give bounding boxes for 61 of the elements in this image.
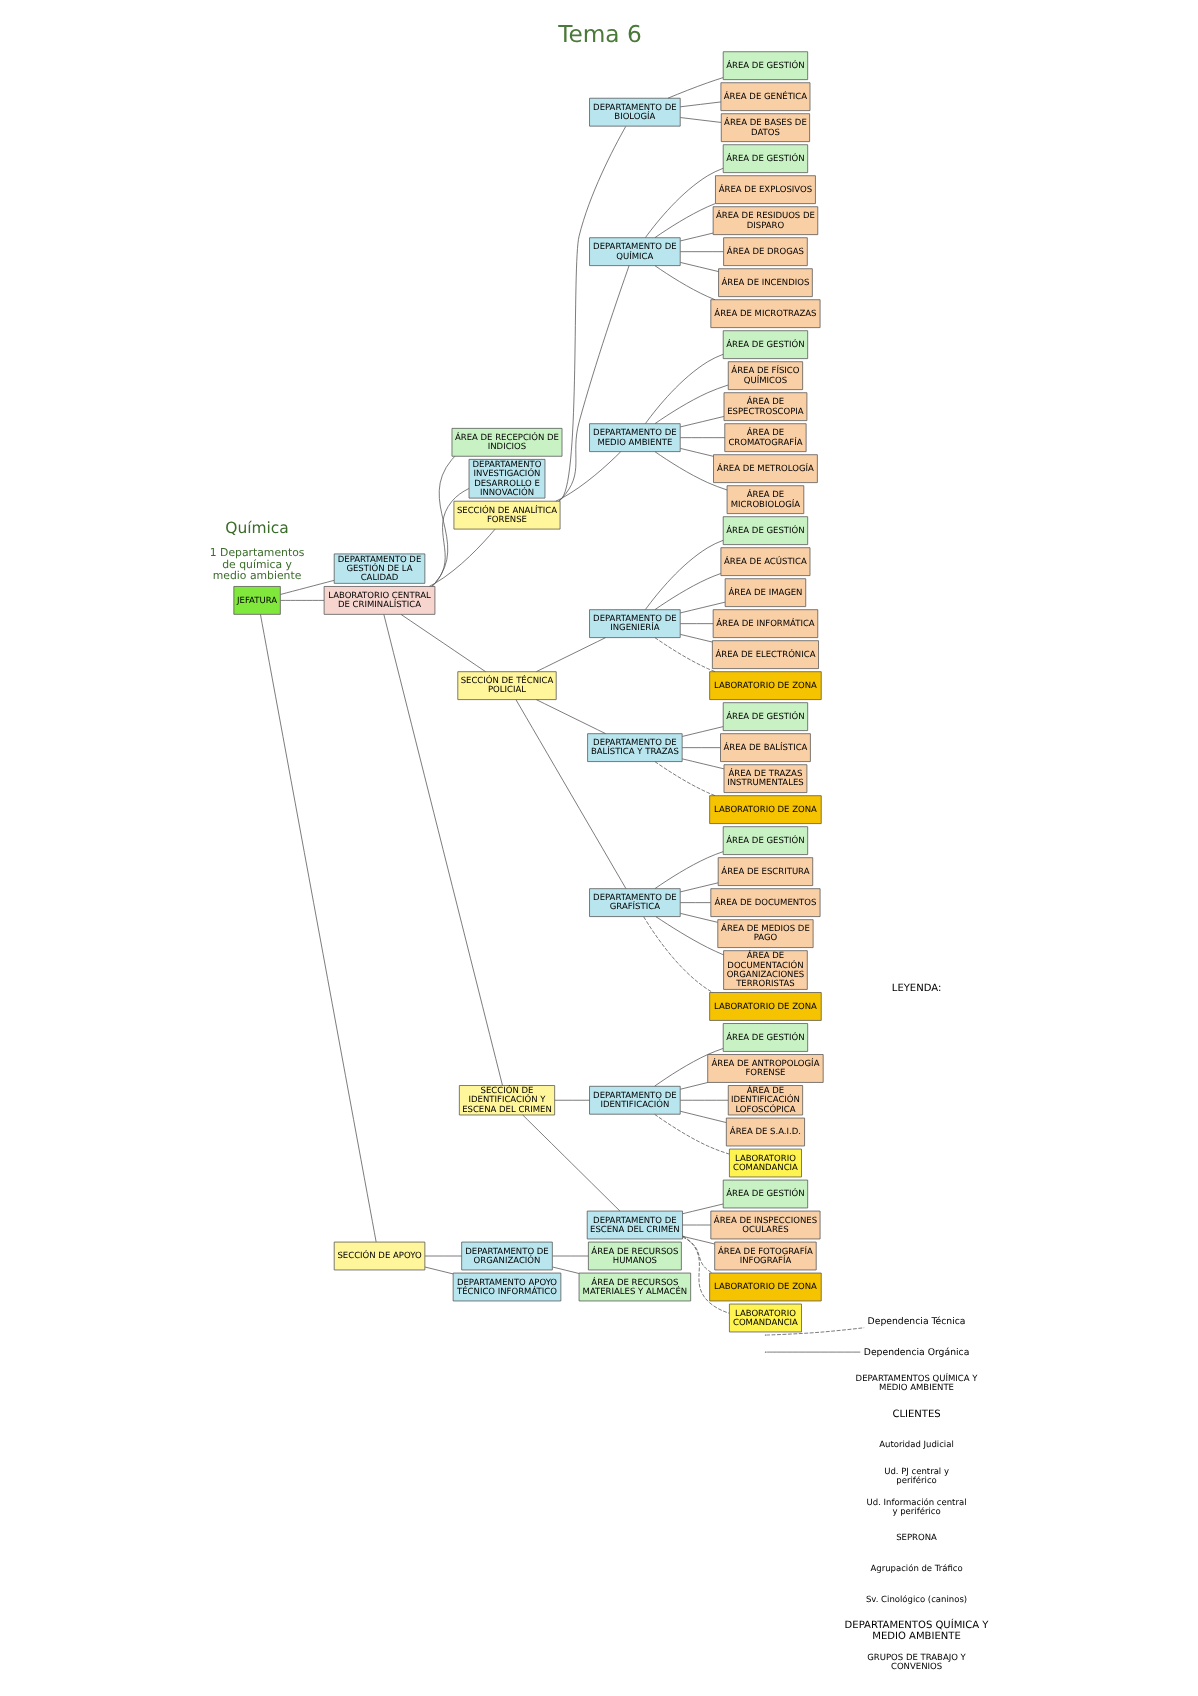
connector: [557, 265, 629, 502]
connector: [653, 761, 715, 797]
connector: [653, 637, 715, 673]
diagram-title: Tema 6: [557, 19, 641, 48]
connector: [681, 1203, 723, 1215]
connector: [259, 614, 376, 1243]
connector: [679, 902, 711, 903]
connector: [653, 851, 723, 889]
connector: [653, 384, 728, 424]
connector: [382, 614, 502, 1086]
connector: [653, 573, 721, 610]
connector: [681, 1224, 711, 1226]
connector: [553, 1099, 589, 1101]
connector: [644, 353, 723, 424]
connector: [644, 539, 723, 610]
connector: [679, 601, 725, 614]
connector: [644, 167, 723, 238]
connector: [551, 1255, 588, 1257]
connector: [653, 1114, 729, 1155]
connector: [399, 614, 485, 673]
connector: [679, 1082, 708, 1090]
connector: [653, 203, 715, 238]
connector: [679, 448, 713, 457]
connector: [642, 916, 713, 993]
connector: [679, 117, 721, 123]
connector: [521, 1114, 620, 1212]
connector: [653, 265, 715, 301]
connector: [423, 1266, 453, 1275]
connector: [679, 232, 713, 242]
connector: [679, 623, 713, 625]
connector: [279, 580, 334, 595]
connector: [551, 1266, 579, 1274]
connector: [679, 882, 718, 893]
connector: [679, 262, 718, 272]
connector: [679, 1110, 726, 1123]
connector: [430, 456, 455, 587]
connector: [535, 699, 605, 734]
connector: [653, 1048, 723, 1087]
connector: [680, 758, 724, 770]
connector: [681, 1236, 712, 1274]
connector: [680, 747, 720, 749]
connector: [681, 1235, 714, 1245]
connector: [681, 1235, 729, 1314]
connector: [666, 77, 723, 99]
connector: [535, 637, 605, 672]
connector: [430, 488, 469, 587]
connector: [653, 451, 727, 491]
connector: [679, 101, 721, 108]
connector: [679, 437, 725, 439]
connector: [680, 726, 723, 737]
connector: [679, 913, 717, 923]
connector: [514, 699, 626, 889]
connector: [654, 916, 723, 956]
connector: [679, 251, 723, 253]
connector: [679, 416, 724, 428]
connector: [554, 451, 621, 502]
connector: [679, 1099, 728, 1101]
connector: [427, 528, 495, 587]
connector: [423, 1255, 461, 1257]
connector: [279, 600, 324, 601]
connector: [679, 634, 712, 643]
